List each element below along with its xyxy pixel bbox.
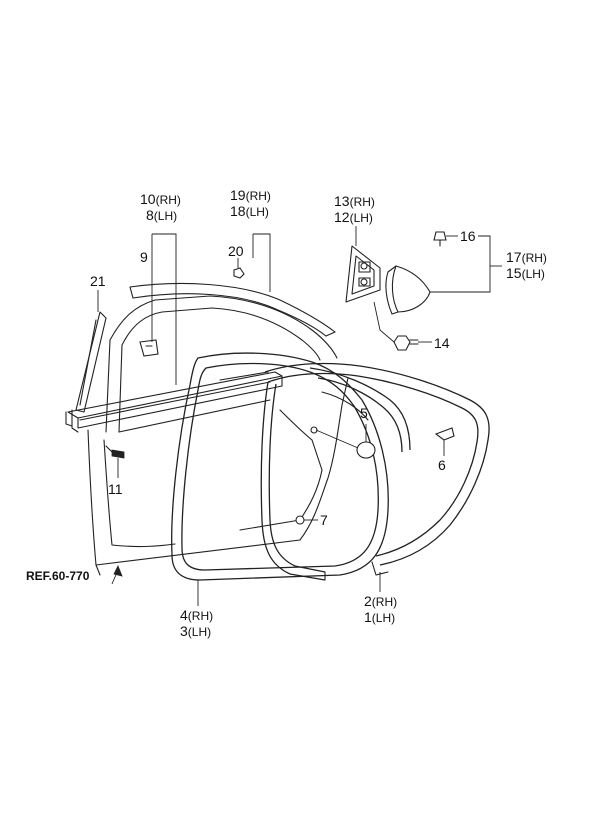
label-13: 13(RH)	[334, 193, 375, 209]
plug-7	[295, 515, 305, 525]
screw-11	[105, 445, 125, 459]
clip-6	[434, 427, 455, 441]
label-2: 2(RH)	[364, 593, 397, 609]
label-17: 17(RH)	[506, 249, 547, 265]
label-10: 10(RH)	[140, 191, 181, 207]
delta-trim	[345, 245, 381, 303]
label-5: 5	[360, 405, 368, 421]
label-12: 12(LH)	[334, 209, 373, 225]
door-weatherstrip	[171, 352, 389, 581]
label-21: 21	[90, 273, 106, 289]
label-18: 18(LH)	[230, 203, 269, 219]
label-1: 1(LH)	[364, 609, 395, 625]
corner-garnish	[385, 265, 431, 315]
label-7: 7	[320, 512, 328, 528]
clip-16	[433, 231, 447, 247]
door-frame-moulding	[129, 282, 336, 337]
belt-weatherstrip	[65, 371, 283, 429]
holder-9	[139, 339, 159, 357]
label-19: 19(RH)	[230, 187, 271, 203]
part-labels: 10(RH) 8(LH) 9 19(RH) 18(LH) 20 21 13(RH…	[26, 187, 547, 639]
label-3: 3(LH)	[180, 623, 211, 639]
front-run-channel	[71, 311, 107, 433]
label-16: 16	[460, 228, 476, 244]
leader-lines	[97, 226, 502, 606]
clip-20	[233, 267, 245, 279]
screw-14	[393, 335, 419, 351]
label-4: 4(RH)	[180, 607, 213, 623]
label-9: 9	[140, 249, 148, 265]
label-20: 20	[228, 243, 244, 259]
label-15: 15(LH)	[506, 265, 545, 281]
door-shell	[87, 295, 369, 576]
reference-label: REF.60-770	[26, 569, 90, 583]
label-11: 11	[108, 481, 123, 497]
body-side-weatherstrip	[260, 362, 490, 581]
label-14: 14	[434, 335, 450, 351]
label-8: 8(LH)	[146, 207, 177, 223]
label-6: 6	[438, 457, 446, 473]
